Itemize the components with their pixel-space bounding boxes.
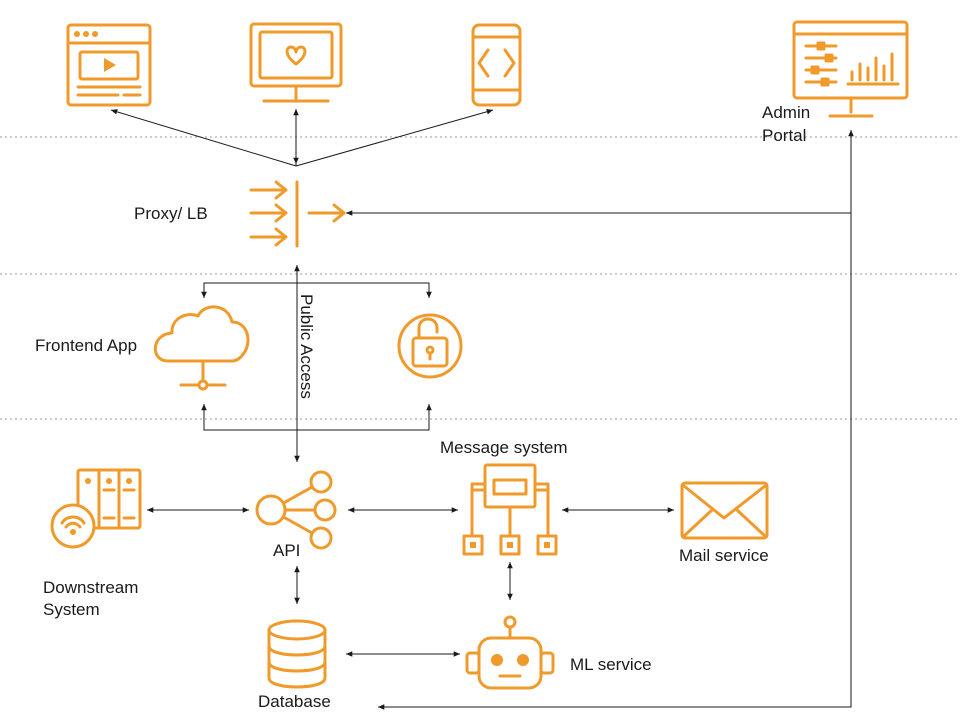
server-storage-icon [50, 468, 142, 549]
connector-top-bracket [201, 282, 432, 298]
browser-video-icon [66, 23, 152, 107]
downstream-system-label-line1: Downstream [43, 578, 139, 597]
monitor-heart-icon [249, 22, 343, 103]
proxy-lb-label: Proxy/ LB [134, 204, 208, 223]
admin-portal-label-line2: Portal [762, 126, 807, 145]
database-icon [267, 619, 327, 689]
connector-proxy-mobile [295, 109, 494, 167]
connector-admin-database [378, 130, 852, 710]
mobile-code-icon [471, 23, 522, 107]
api-label: API [273, 541, 301, 560]
database-label: Database [258, 692, 331, 711]
public-access-label: Public Access [297, 294, 316, 399]
admin-portal-label-line1: Admin [762, 103, 811, 122]
message-system-label: Message system [440, 438, 568, 457]
load-balancer-icon [249, 180, 346, 248]
lock-icon [397, 313, 463, 379]
cloud-network-icon [153, 305, 250, 391]
message-queue-icon [462, 463, 558, 556]
connector-bottom-bracket [201, 404, 432, 431]
admin-dashboard-icon [792, 20, 909, 118]
ml-service-label: ML service [570, 655, 652, 674]
mail-icon [680, 481, 769, 540]
robot-icon [465, 615, 555, 690]
downstream-system-label-line2: System [43, 600, 100, 619]
connector-proxy-browser [110, 109, 297, 167]
mail-service-label: Mail service [679, 546, 769, 565]
api-share-icon [255, 470, 337, 550]
frontend-app-label: Frontend App [35, 336, 138, 355]
